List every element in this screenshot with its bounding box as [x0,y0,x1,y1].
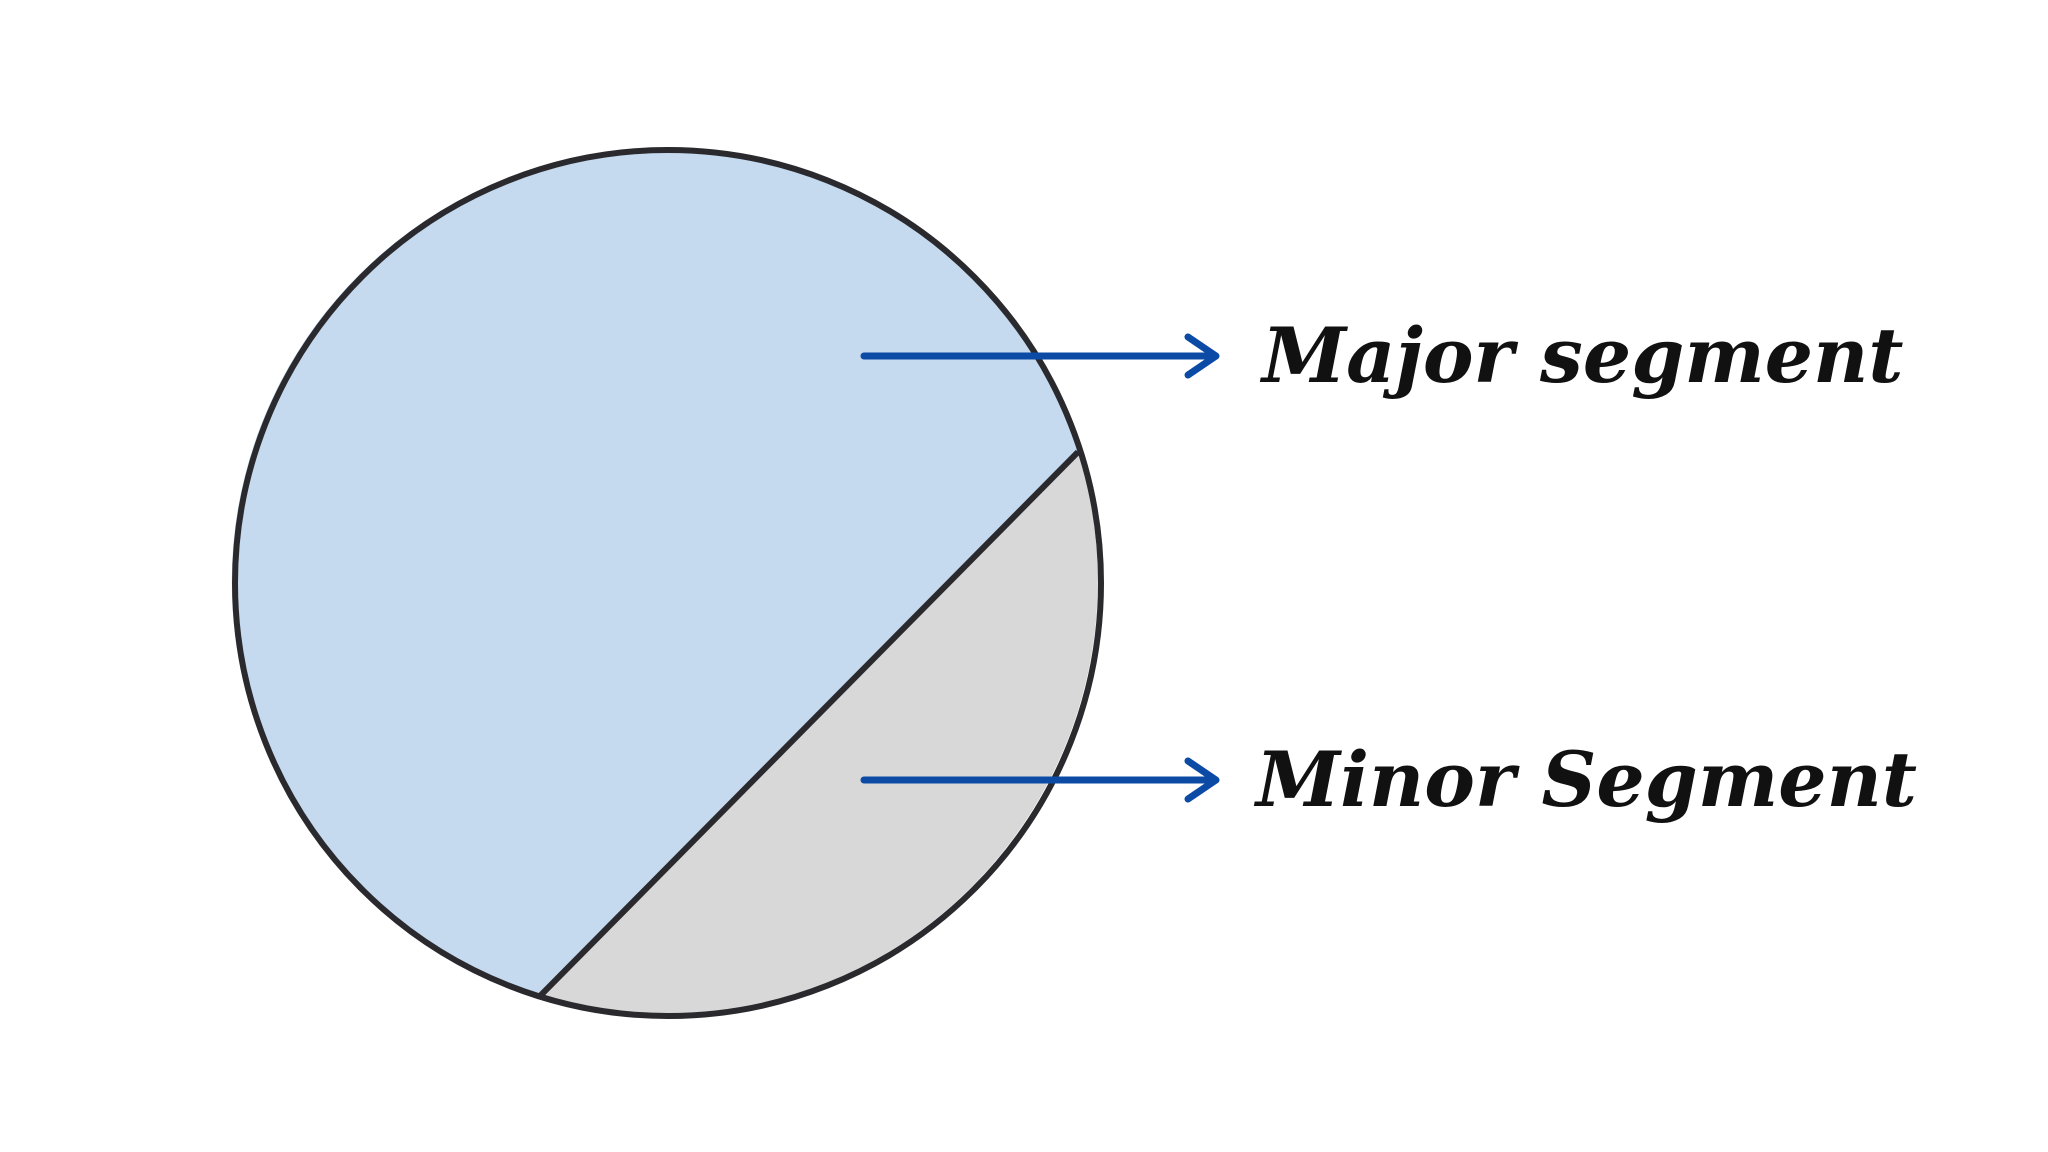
circle-outline [232,147,1104,1019]
minor-arrow [860,757,1220,803]
chord-line [537,449,1081,999]
major-segment-label: Major segment [1262,311,1904,400]
minor-segment [540,452,1098,1015]
major-arrow [860,333,1220,379]
minor-segment-label: Minor Segment [1256,735,1917,824]
major-segment [231,148,1079,996]
